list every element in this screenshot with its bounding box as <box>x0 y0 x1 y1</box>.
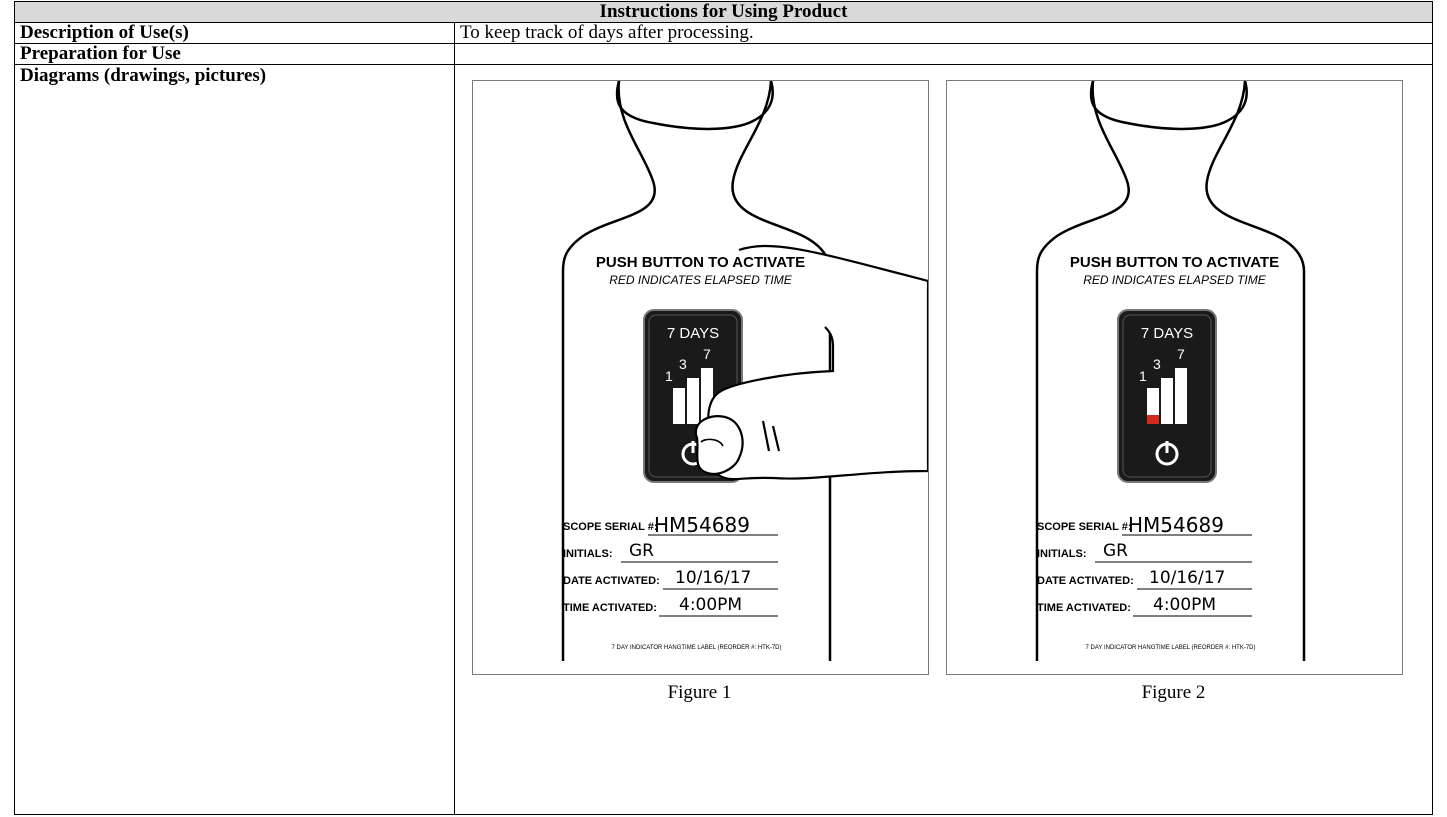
row-label-diagrams: Diagrams (drawings, pictures) <box>14 64 455 815</box>
table-row: Diagrams (drawings, pictures) <box>14 64 1433 815</box>
field-value-initials: GR <box>629 541 654 561</box>
display-title: 7 DAYS <box>666 325 720 342</box>
elapsed-indicator-fill <box>1147 415 1159 424</box>
figure-2-caption: Figure 2 <box>1141 682 1206 703</box>
table-header-row: Instructions for Using Product <box>14 1 1433 23</box>
hangtag-illustration <box>561 81 928 661</box>
field-label-initials: INITIALS: <box>1037 548 1087 560</box>
field-label-initials: INITIALS: <box>563 548 613 560</box>
field-label-time: TIME ACTIVATED: <box>1037 602 1131 614</box>
field-label-serial: SCOPE SERIAL #: <box>563 521 658 533</box>
field-value-serial: HM54689 <box>654 513 750 537</box>
table-row: Preparation for Use <box>14 43 1433 65</box>
field-label-serial: SCOPE SERIAL #: <box>1037 521 1132 533</box>
field-value-time: 4:00PM <box>679 595 743 615</box>
tag-subheading: RED INDICATES ELAPSED TIME <box>609 273 792 287</box>
field-value-serial: HM54689 <box>1128 513 1224 537</box>
bar-label-1: 1 <box>665 368 673 384</box>
bar-label-1: 1 <box>1139 368 1147 384</box>
field-label-date: DATE ACTIVATED: <box>563 575 660 587</box>
bar-label-3: 3 <box>1153 356 1161 372</box>
table-row: Description of Use(s) To keep track of d… <box>14 22 1433 44</box>
tag-heading: PUSH BUTTON TO ACTIVATE <box>595 254 806 271</box>
row-label-description: Description of Use(s) <box>14 22 455 44</box>
field-value-time: 4:00PM <box>1153 595 1217 615</box>
tag-footer: 7 DAY INDICATOR HANGTIME LABEL (REORDER … <box>611 645 782 651</box>
instructions-table: Instructions for Using Product Descripti… <box>14 1 1433 815</box>
bar-label-3: 3 <box>679 356 687 372</box>
tag-footer: 7 DAY INDICATOR HANGTIME LABEL (REORDER … <box>1085 645 1256 651</box>
field-label-time: TIME ACTIVATED: <box>563 602 657 614</box>
field-label-date: DATE ACTIVATED: <box>1037 575 1134 587</box>
hangtag-illustration <box>1035 81 1306 661</box>
figure-2-image: PUSH BUTTON TO ACTIVATE RED INDICATES EL… <box>946 80 1403 675</box>
tag-heading: PUSH BUTTON TO ACTIVATE <box>1069 254 1280 271</box>
field-value-date: 10/16/17 <box>1149 568 1226 588</box>
row-value-preparation <box>454 43 1433 65</box>
table-title: Instructions for Using Product <box>14 1 1433 23</box>
row-value-description: To keep track of days after processing. <box>454 22 1433 44</box>
figure-1-caption: Figure 1 <box>667 682 732 703</box>
tag-subheading: RED INDICATES ELAPSED TIME <box>1083 273 1266 287</box>
figure-1-image: PUSH BUTTON TO ACTIVATE RED INDICATES EL… <box>472 80 929 675</box>
bar-label-7: 7 <box>1177 346 1185 362</box>
display-title: 7 DAYS <box>1140 325 1194 342</box>
diagrams-cell: PUSH BUTTON TO ACTIVATE RED INDICATES EL… <box>454 64 1433 815</box>
field-value-date: 10/16/17 <box>675 568 752 588</box>
row-label-preparation: Preparation for Use <box>14 43 455 65</box>
bar-label-7: 7 <box>703 346 711 362</box>
field-value-initials: GR <box>1103 541 1128 561</box>
